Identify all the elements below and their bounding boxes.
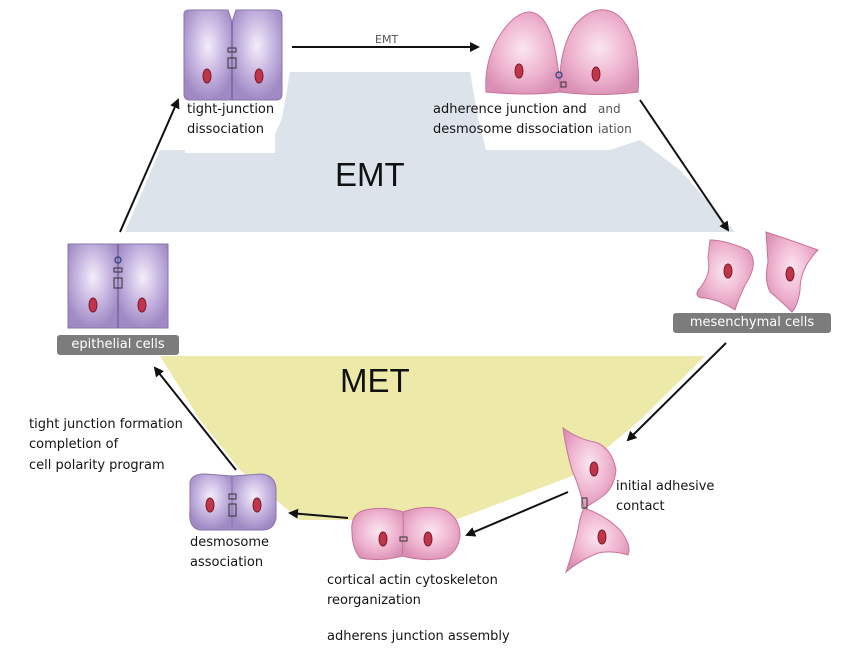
nucleus: [252, 497, 262, 513]
label-cortical-actin-2: reorganization: [327, 593, 421, 608]
met-title: MET: [340, 362, 410, 399]
arrow-mesenchymal-to-contact: [626, 342, 727, 442]
arrow-label-emt: EMT: [375, 33, 399, 46]
cells-tight-junction-dissociation: [183, 9, 283, 101]
label-initial-contact-1: initial adhesive: [616, 479, 715, 494]
label-tj-formation-1: tight junction formation: [29, 417, 183, 432]
nucleus: [254, 68, 264, 84]
label-initial-contact-2: contact: [616, 499, 665, 514]
cells-initial-contact: [562, 426, 630, 574]
nucleus: [785, 266, 795, 282]
arrow-desmosome-to-epithelial: [153, 366, 237, 471]
badge-mesenchymal-cells: mesenchymal cells: [673, 313, 831, 333]
nucleus: [88, 297, 98, 313]
label-tight-junction-dissociation-2: dissociation: [187, 122, 264, 137]
arrow-contact-to-cortical: [465, 491, 569, 537]
label-tight-junction-dissociation-1: tight-junction: [187, 102, 275, 117]
nucleus: [137, 297, 147, 313]
arrow-adherence-to-mesenchymal: [639, 99, 730, 232]
nucleus: [723, 263, 733, 279]
met-region: [160, 356, 705, 520]
label-tj-formation-2: completion of: [29, 437, 119, 452]
nucleus: [597, 529, 607, 545]
cells-mesenchymal: [696, 231, 819, 313]
emt-label-gap: [185, 98, 275, 153]
cells-cortical-actin: [351, 506, 461, 561]
nucleus: [202, 68, 212, 84]
nucleus: [205, 497, 215, 513]
label-adherence-1: adherence junction and: [433, 102, 587, 117]
label-adherence-ghost-2: iation: [598, 122, 632, 136]
label-cortical-actin-1: cortical actin cytoskeleton: [327, 573, 498, 588]
label-desmosome-1: desmosome: [190, 535, 270, 550]
nucleus: [378, 531, 388, 547]
cells-adherence-dissociation: [485, 9, 640, 95]
label-adherence-ghost-1: and: [598, 102, 621, 116]
nucleus: [514, 63, 524, 79]
label-adherence-2: desmosome dissociation: [433, 122, 594, 137]
badge-epithelial-cells: epithelial cells: [57, 335, 179, 355]
nucleus: [589, 461, 599, 477]
emt-region: [125, 72, 735, 232]
cells-desmosome-association: [189, 473, 277, 531]
emt-title: EMT: [335, 156, 405, 193]
nucleus: [423, 531, 433, 547]
label-tj-formation-3: cell polarity program: [29, 458, 165, 473]
label-adherens-junction-assembly: adherens junction assembly: [327, 629, 510, 644]
nucleus: [591, 66, 601, 82]
cells-epithelial: [67, 243, 169, 329]
label-desmosome-2: association: [190, 555, 264, 570]
arrow-cortical-to-desmosome: [288, 508, 349, 519]
arrow-epithelial-to-tj: [119, 98, 180, 233]
